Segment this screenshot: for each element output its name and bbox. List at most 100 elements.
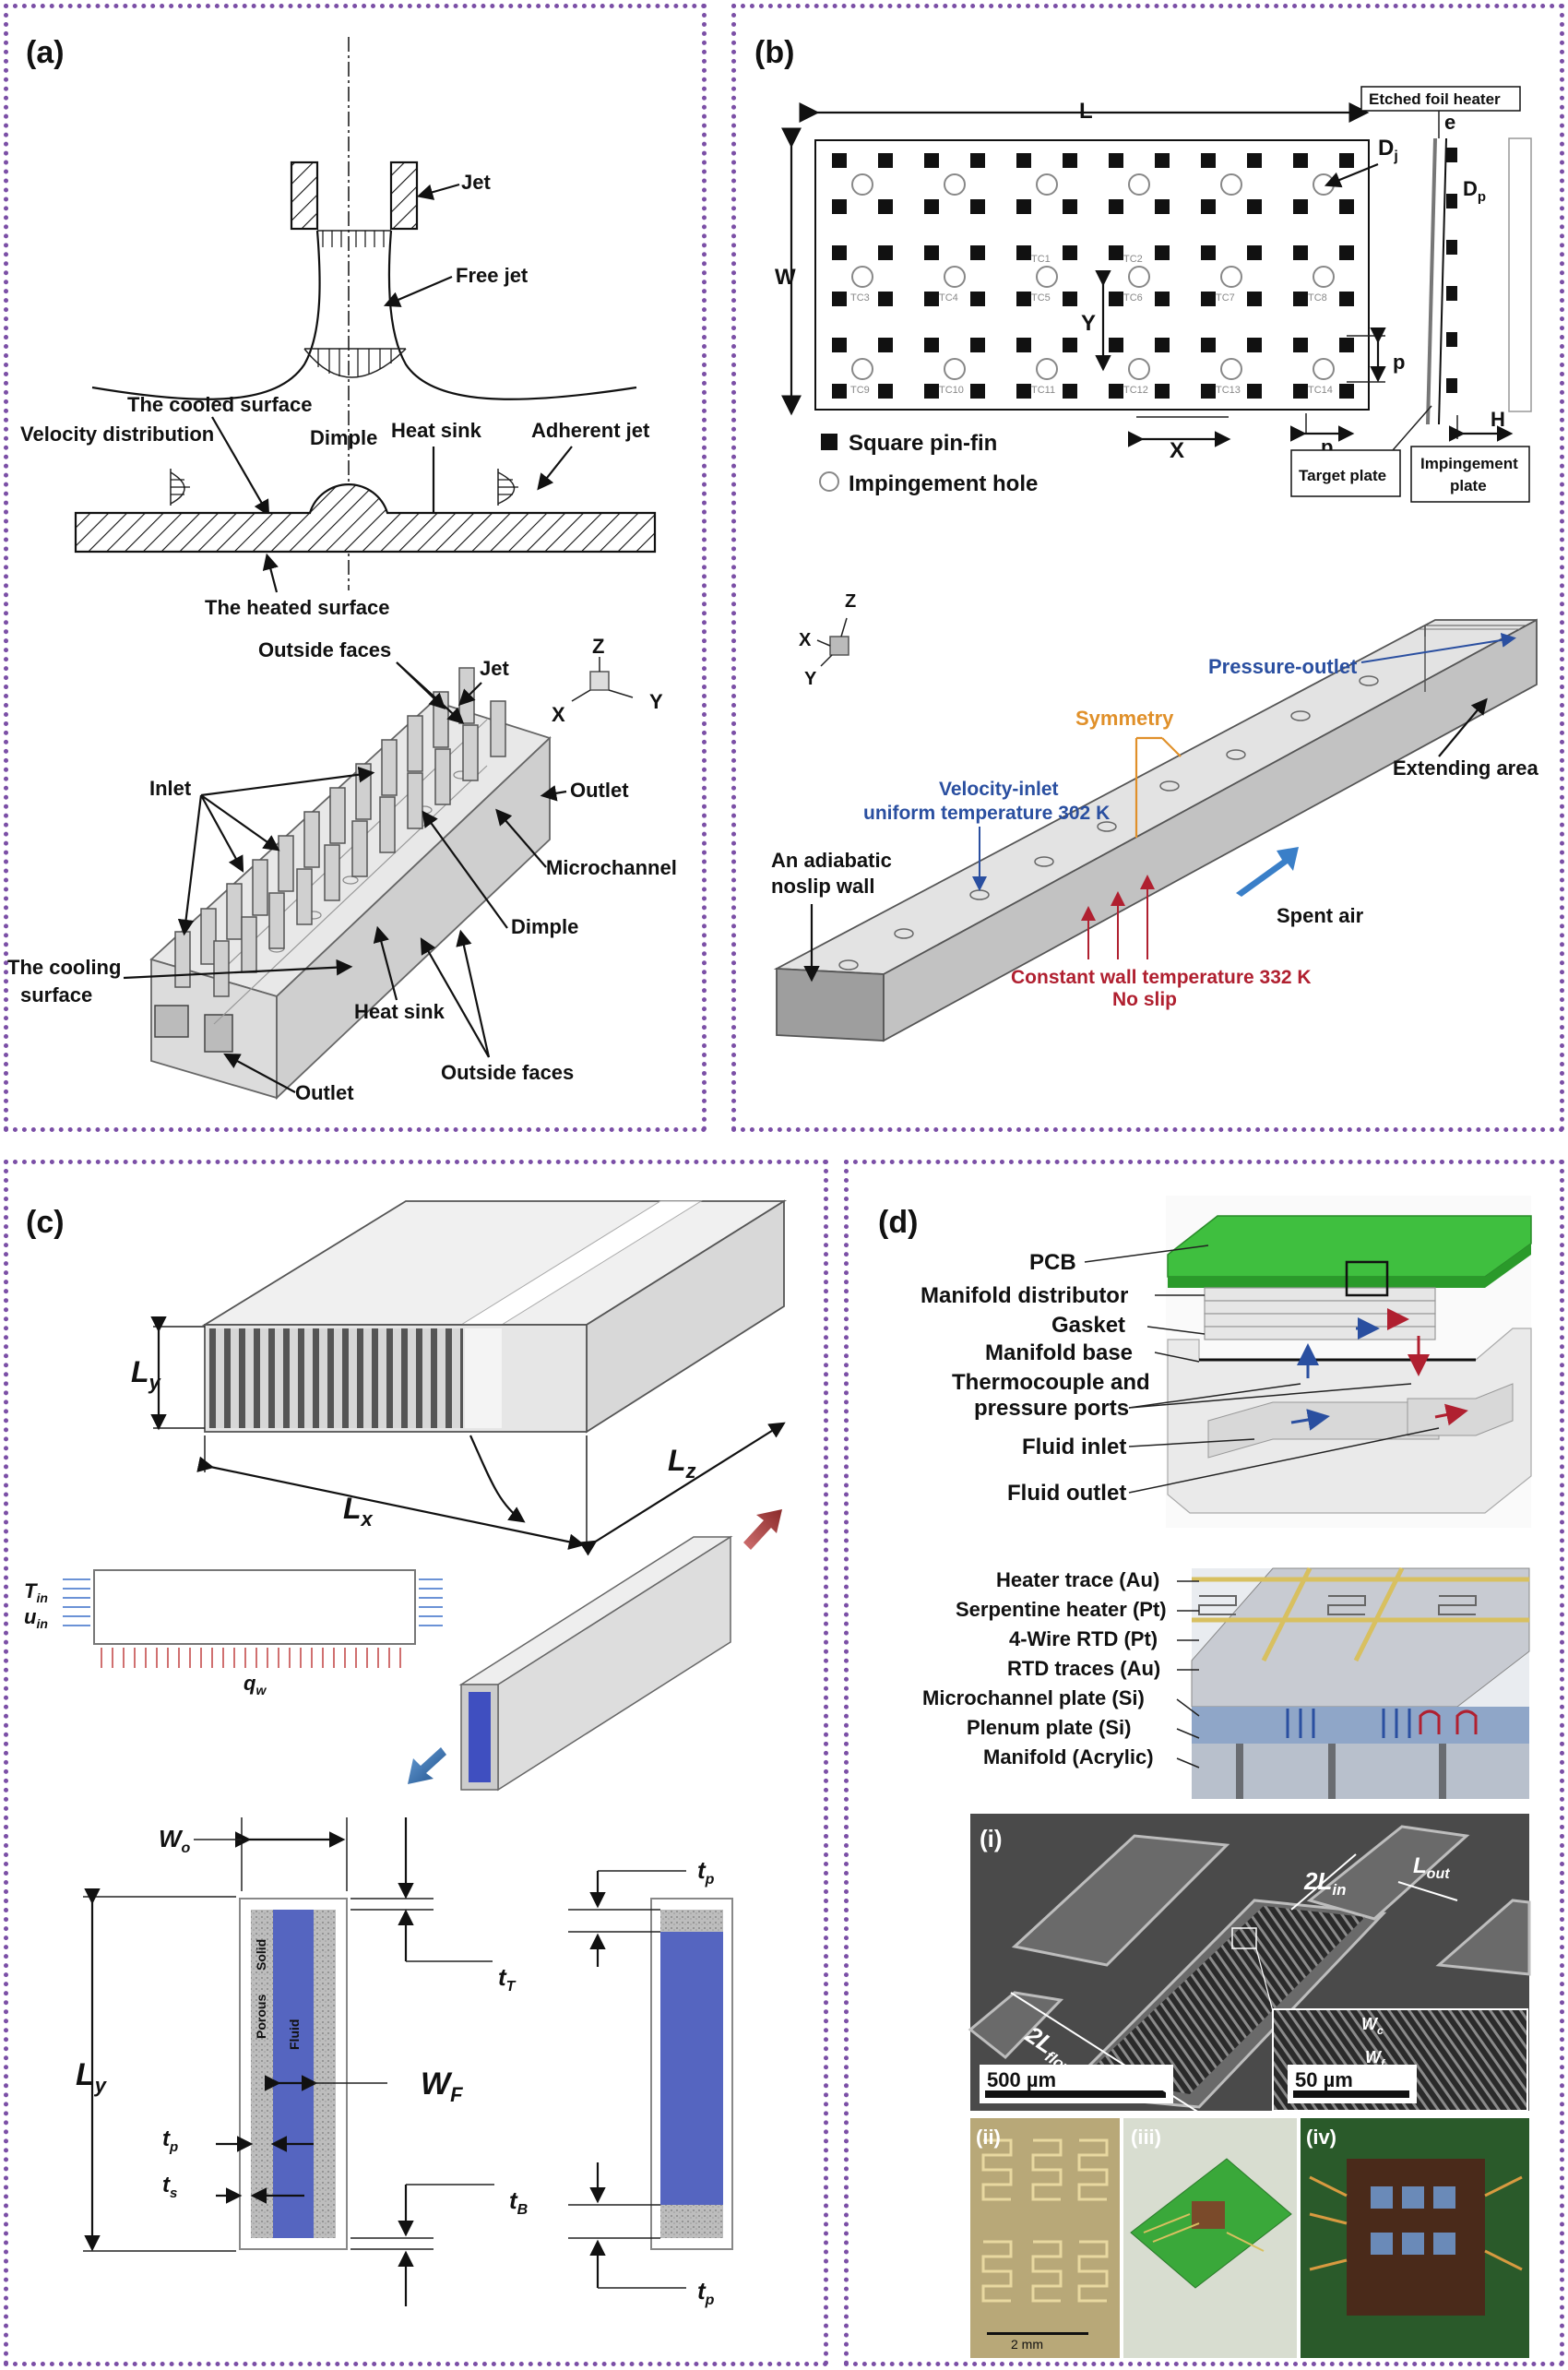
- impingement-hole: [1313, 266, 1335, 288]
- square-pin-fin: [1155, 153, 1170, 168]
- square-pin-fin: [924, 292, 939, 306]
- photo-ii: [970, 2118, 1120, 2358]
- square-pin-fin: [1339, 292, 1354, 306]
- label-heated-surface: The heated surface: [205, 596, 390, 619]
- impingement-hole: [1128, 358, 1150, 380]
- tc-label: TC7: [1216, 292, 1235, 304]
- impingement-hole: [1313, 358, 1335, 380]
- square-pin-fin: [832, 245, 847, 260]
- label-extending-area: Extending area: [1393, 756, 1538, 780]
- label-adiabatic-1: An adiabatic: [771, 849, 892, 872]
- flow-in-arrow: [408, 1747, 446, 1784]
- label-tB: tB: [509, 2186, 528, 2218]
- tc-label: TC13: [1216, 385, 1241, 396]
- label-solid: Solid: [254, 1939, 268, 1971]
- label-porous: Porous: [254, 1995, 268, 2039]
- tc-label: TC3: [850, 292, 870, 304]
- label-Wo: Wo: [159, 1825, 191, 1856]
- square-pin-fin: [1293, 384, 1308, 399]
- label-fluid: Fluid: [287, 2019, 302, 2050]
- impingement-hole: [944, 173, 966, 196]
- tc-label: TC9: [850, 385, 870, 396]
- label-velocity-distribution: Velocity distribution: [20, 423, 214, 446]
- impingement-hole: [944, 358, 966, 380]
- impingement-hole: [1036, 266, 1058, 288]
- photo-iv-tag: (iv): [1306, 2126, 1336, 2149]
- photo-iii-tag: (iii): [1131, 2126, 1161, 2149]
- target-plate-grid: [814, 139, 1370, 411]
- label-inlet: Inlet: [149, 777, 192, 800]
- square-pin-fin: [970, 199, 985, 214]
- impingement-hole: [1220, 173, 1242, 196]
- single-channel-3d: [458, 1535, 733, 1792]
- heat-flux-arrows: [101, 1648, 401, 1668]
- square-pin-fin: [924, 384, 939, 399]
- label-fluid-outlet: Fluid outlet: [1007, 1481, 1126, 1506]
- square-pin-fin: [878, 199, 893, 214]
- label-Dp: Dp: [1463, 177, 1486, 205]
- inlet-arrows-2d: [63, 1578, 443, 1626]
- pin-fin-grid: [832, 153, 1354, 399]
- legend-square-pin-fin-swatch: [821, 434, 837, 450]
- label-velocity-inlet-1: Velocity-inlet: [939, 779, 1059, 800]
- label-free-jet: Free jet: [456, 264, 529, 287]
- tc-label: TC6: [1123, 292, 1143, 304]
- label-heater-trace: Heater trace (Au): [996, 1568, 1159, 1591]
- tc-labels: TC1 TC2 TC3 TC4 TC5 TC6 TC7 TC8 TC9 TC10…: [850, 254, 1333, 396]
- square-pin-fin: [1293, 292, 1308, 306]
- square-pin-fin: [1247, 199, 1262, 214]
- square-pin-fin: [832, 338, 847, 352]
- label-cooling-surface-2: surface: [20, 983, 92, 1006]
- square-pin-fin: [970, 338, 985, 352]
- tc-label: TC10: [939, 385, 964, 396]
- impingement-hole: [1036, 358, 1058, 380]
- square-pin-fin: [1109, 384, 1123, 399]
- label-rtd-traces: RTD traces (Au): [1007, 1657, 1160, 1680]
- square-pin-fin: [1063, 199, 1077, 214]
- square-pin-fin: [878, 153, 893, 168]
- label-adiabatic-2: noslip wall: [771, 875, 874, 898]
- label-serpentine-heater: Serpentine heater (Pt): [956, 1598, 1167, 1621]
- label-WF: WF: [421, 2066, 463, 2106]
- square-pin-fin: [878, 292, 893, 306]
- label-outside-faces-bottom: Outside faces: [441, 1061, 574, 1084]
- panel-b-tag: (b): [754, 35, 794, 70]
- impingement-hole: [1220, 358, 1242, 380]
- heat-sink-plate: [74, 483, 657, 554]
- square-pin-fin: [924, 245, 939, 260]
- tc-label: TC1: [1031, 254, 1051, 265]
- square-pin-fin: [1339, 384, 1354, 399]
- label-thermocouple-2: pressure ports: [974, 1396, 1129, 1421]
- label-jet-3d: Jet: [480, 657, 509, 680]
- photo-iv: [1301, 2118, 1529, 2358]
- square-pin-fin: [1016, 245, 1031, 260]
- square-pin-fin: [1155, 199, 1170, 214]
- label-cooling-surface-1: The cooling: [7, 956, 121, 979]
- square-pin-fin: [832, 199, 847, 214]
- label-thermocouple-1: Thermocouple and: [952, 1370, 1150, 1395]
- label-pcb: PCB: [1029, 1250, 1076, 1275]
- label-outside-faces-top: Outside faces: [258, 638, 391, 661]
- square-pin-fin: [1063, 153, 1077, 168]
- label-tp-top: tp: [697, 1856, 715, 1888]
- wall-temp-arrows: [1081, 875, 1155, 959]
- label-target-plate: Target plate: [1299, 467, 1386, 484]
- label-q-w: qw: [244, 1672, 267, 1697]
- label-adherent-jet: Adherent jet: [531, 419, 650, 442]
- panel-b-frame: [731, 4, 1564, 1132]
- square-pin-fin: [1247, 245, 1262, 260]
- label-manifold-distributor: Manifold distributor: [921, 1283, 1128, 1308]
- tc-label: TC12: [1123, 385, 1148, 396]
- axis-z-b: Z: [845, 591, 856, 612]
- label-heat-sink: Heat sink: [391, 419, 482, 442]
- label-dimple-3d: Dimple: [511, 915, 578, 938]
- label-velocity-inlet-2: uniform temperature 302 K: [863, 803, 1110, 824]
- square-pin-fin: [970, 245, 985, 260]
- label-etched-foil-heater: Etched foil heater: [1369, 90, 1501, 108]
- square-pin-fin: [1293, 245, 1308, 260]
- square-pin-fin: [878, 384, 893, 399]
- label-wall-temp-1: Constant wall temperature 332 K: [1011, 967, 1312, 988]
- panel-a-tag: (a): [26, 35, 65, 70]
- panel-a: (a) Jet Free jet The cooled surface Velo…: [7, 35, 677, 1104]
- square-pin-fin: [924, 199, 939, 214]
